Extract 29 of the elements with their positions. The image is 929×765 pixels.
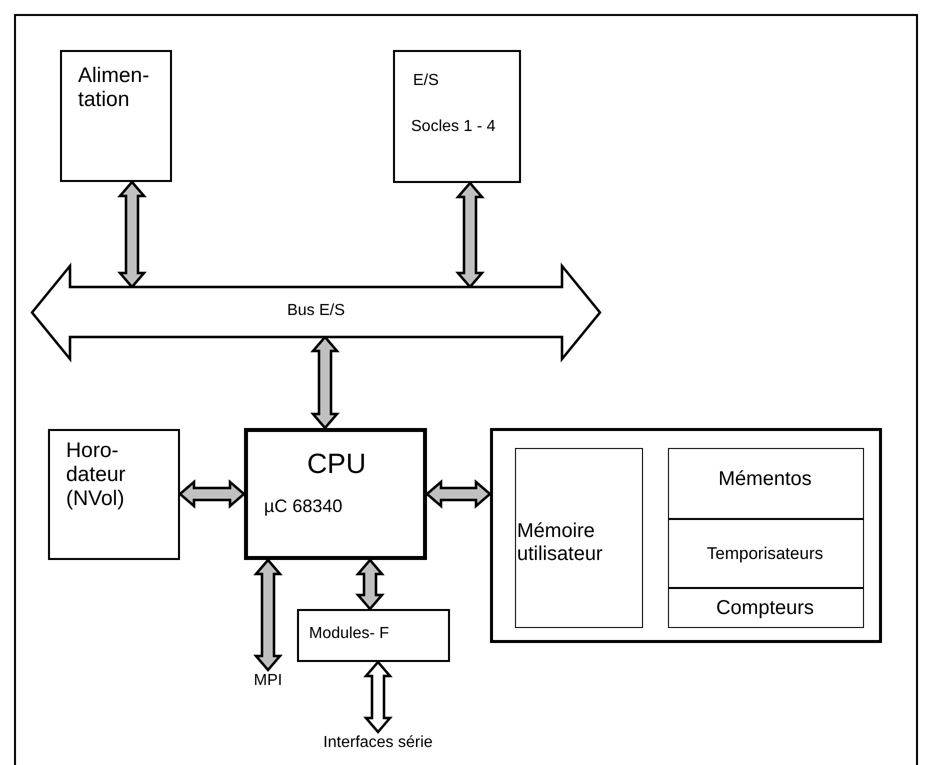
double-arrow [363,660,393,734]
box-title: E/S [413,72,440,90]
power-supply-box [60,50,172,182]
cpu-box [244,428,427,560]
module-box [297,609,450,662]
double-arrow [178,479,246,509]
double-arrow [355,558,385,611]
box-title: Modules- F [309,625,390,644]
box-subtitle: Socles 1 - 4 [411,118,496,136]
double-arrow [253,558,283,672]
port-label: MPI [252,672,284,690]
io-box [393,50,521,183]
double-arrow [455,181,485,289]
box-title: Compteurs [715,597,815,620]
double-arrow [425,479,492,509]
box-title: Bus E/S [286,302,346,320]
user-memory-box [515,448,643,628]
port-label: Interfaces série [322,734,434,752]
box-title: CPU [306,448,368,480]
box-title: Temporisateurs [706,544,824,564]
double-arrow [117,180,147,289]
box-title: Mémentos [717,468,813,491]
box-title: Horo- dateur (NVol) [66,439,127,512]
clock-box [48,429,180,560]
memory-panel [490,428,882,643]
box-title: Mémoire utilisateur [517,520,604,566]
box-title: Alimen- tation [78,64,150,112]
memory-column [668,448,864,628]
box-subtitle: µC 68340 [264,496,344,517]
